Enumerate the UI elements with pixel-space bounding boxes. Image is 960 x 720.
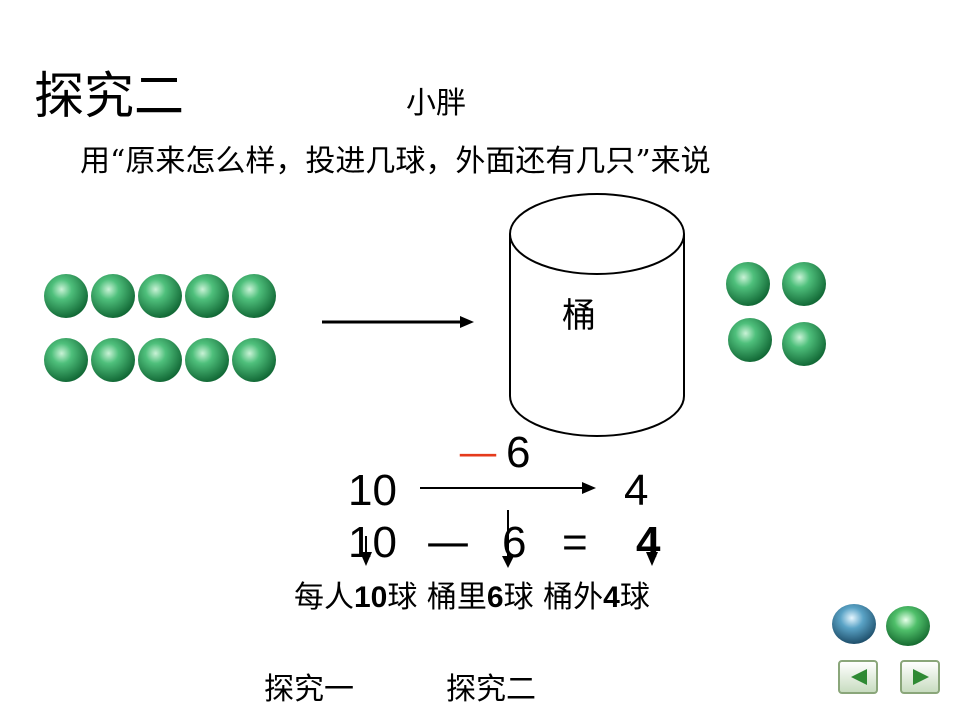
equation-operand-a: 10 xyxy=(348,518,397,567)
diagram-minus-sign: — xyxy=(458,430,498,476)
label-each-number: 10 xyxy=(354,581,388,614)
ball xyxy=(232,274,276,318)
nav-link-explore-1[interactable]: 探究一 xyxy=(264,672,354,707)
pointer-arrows xyxy=(360,510,658,568)
bucket-icon xyxy=(509,193,685,437)
ball xyxy=(782,322,826,366)
diagram-start-value: 10 xyxy=(348,466,397,515)
label-inside-suffix: 球 xyxy=(503,580,534,615)
label-outside-suffix: 球 xyxy=(619,580,650,615)
ball xyxy=(44,274,88,318)
label-outside-number: 4 xyxy=(603,581,620,614)
ball xyxy=(138,338,182,382)
ball xyxy=(232,338,276,382)
balls-remaining-group xyxy=(726,262,826,366)
bucket-label: 桶 xyxy=(562,296,596,336)
label-inside-number: 6 xyxy=(486,581,504,614)
arrow-right-icon xyxy=(913,669,929,685)
ball xyxy=(91,338,135,382)
diagram-arrow-icon xyxy=(420,482,596,494)
next-button[interactable] xyxy=(900,660,940,694)
arrow-left-icon xyxy=(851,669,867,685)
ball xyxy=(185,338,229,382)
equation-result: 4 xyxy=(636,518,661,567)
diagram-subtrahend: 6 xyxy=(506,428,531,477)
instruction-text: 用“原来怎么样，投进几球，外面还有几只”来说 xyxy=(80,144,711,179)
ball xyxy=(44,338,88,382)
ball xyxy=(185,274,229,318)
equation-equals: = xyxy=(562,518,588,567)
equation-operator: — xyxy=(426,517,470,568)
ball xyxy=(138,274,182,318)
ball xyxy=(782,262,826,306)
speaker-name: 小胖 xyxy=(406,86,466,121)
label-each-suffix: 球 xyxy=(387,580,418,615)
label-each-prefix: 每人 xyxy=(294,580,354,615)
equation-labels: 每人10球 桶里6球 桶外4球 xyxy=(294,578,650,618)
prev-button[interactable] xyxy=(838,660,878,694)
ball xyxy=(726,262,770,306)
equation-operand-b: 6 xyxy=(502,518,527,567)
balls-original-group xyxy=(44,274,276,382)
diagram-result-value: 4 xyxy=(624,466,649,515)
label-inside-prefix: 桶里 xyxy=(426,580,487,615)
nav-orbs-decoration xyxy=(832,604,930,646)
ball xyxy=(728,318,772,362)
nav-link-explore-2[interactable]: 探究二 xyxy=(446,672,536,707)
ball xyxy=(91,274,135,318)
arrow-right-icon xyxy=(322,316,474,328)
label-outside-prefix: 桶外 xyxy=(543,580,604,615)
page-title: 探究二 xyxy=(34,67,184,125)
